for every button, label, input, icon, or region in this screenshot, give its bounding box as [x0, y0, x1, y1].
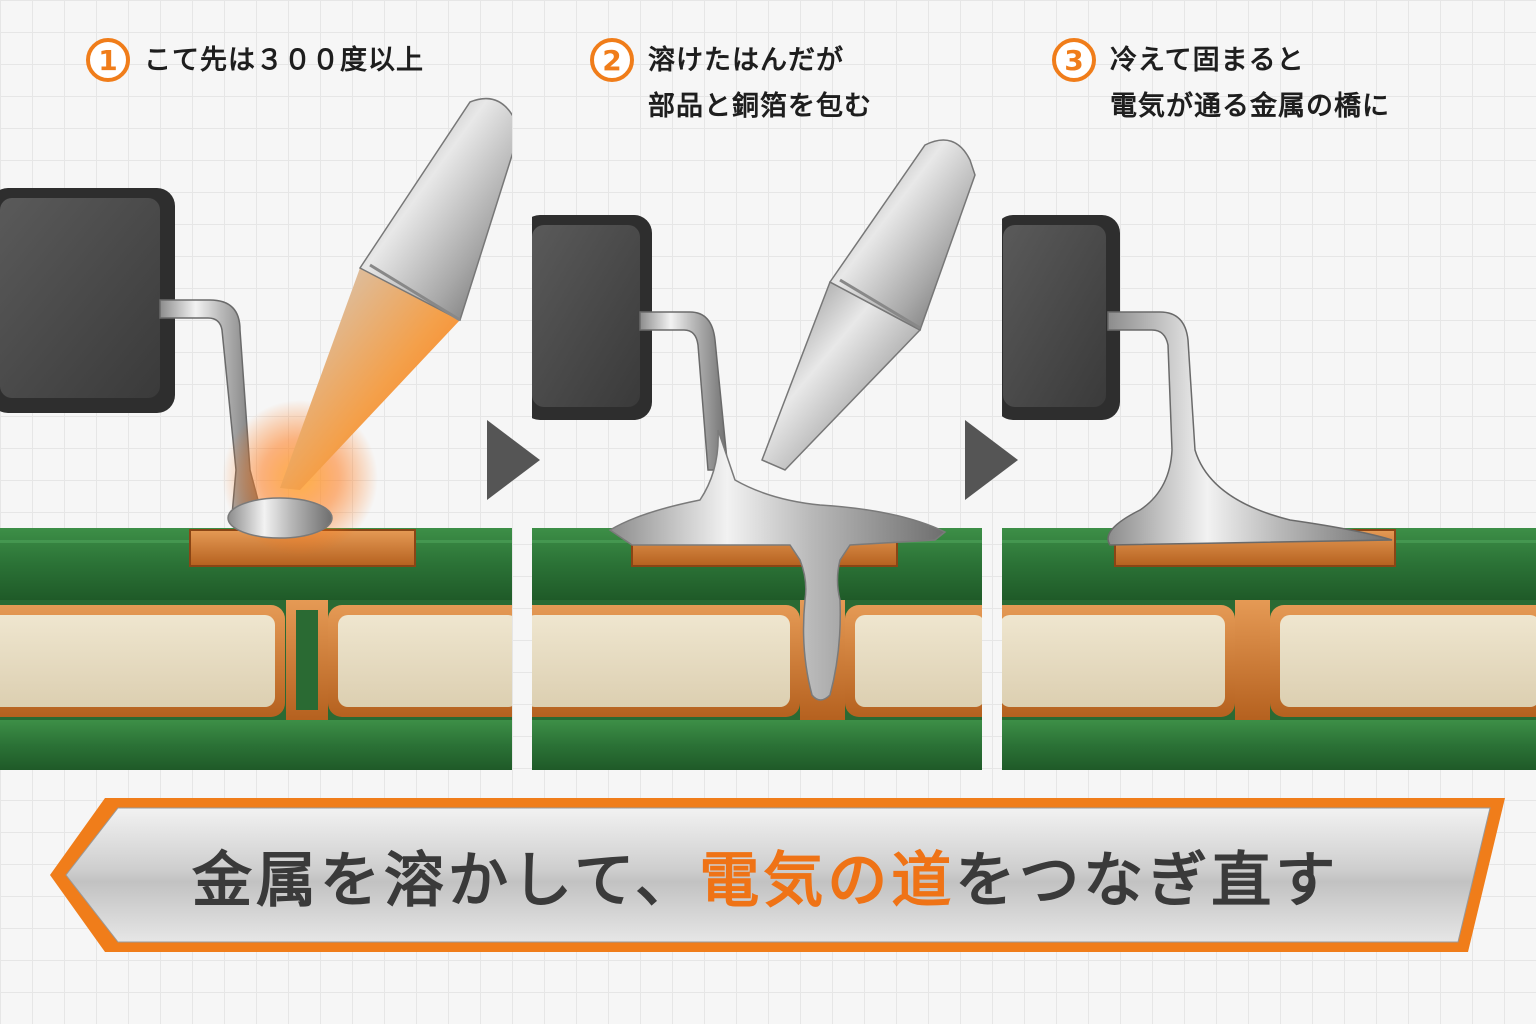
step-number-badge: 3 — [1052, 38, 1096, 82]
step-1-caption: 1 こて先は３００度以上 — [86, 38, 424, 84]
panel-2 — [532, 139, 982, 770]
step-text: こて先は３００度以上 — [144, 38, 424, 84]
panel-3 — [1002, 215, 1536, 770]
banner-text-after: をつなぎ直す — [955, 846, 1340, 916]
step-3-caption: 3 冷えて固まると 電気が通る金属の橋に — [1052, 38, 1390, 130]
step-text: 溶けたはんだが 部品と銅箔を包む — [648, 38, 872, 130]
banner-text-before: 金属を溶かして、 — [192, 846, 700, 916]
solder-fillet — [1107, 311, 1393, 546]
board-core — [338, 615, 512, 707]
soldering-iron — [358, 97, 512, 322]
step-line: 溶けたはんだが — [648, 45, 844, 76]
board-core — [0, 615, 275, 707]
iron-tip — [280, 268, 460, 490]
arrow-right-icon — [487, 420, 540, 500]
step-line: 電気が通る金属の橋に — [1110, 91, 1390, 122]
step-number-badge: 1 — [86, 38, 130, 82]
soldering-process-illustration — [0, 97, 1536, 770]
step-2-caption: 2 溶けたはんだが 部品と銅箔を包む — [590, 38, 872, 130]
step-line: 冷えて固まると — [1110, 45, 1305, 76]
panel-1 — [0, 97, 512, 770]
molten-solder — [608, 429, 947, 701]
banner-text-highlight: 電気の道 — [699, 846, 956, 916]
step-number-badge: 2 — [590, 38, 634, 82]
solder-blob — [227, 497, 333, 539]
step-text: 冷えて固まると 電気が通る金属の橋に — [1110, 38, 1390, 130]
step-line: 部品と銅箔を包む — [648, 91, 872, 122]
arrow-right-icon — [965, 420, 1018, 500]
step-line: こて先は３００度以上 — [144, 45, 424, 76]
summary-banner: 金属を溶かして、電気の道をつなぎ直す — [192, 836, 1339, 926]
board-bottom-layer — [0, 720, 512, 770]
